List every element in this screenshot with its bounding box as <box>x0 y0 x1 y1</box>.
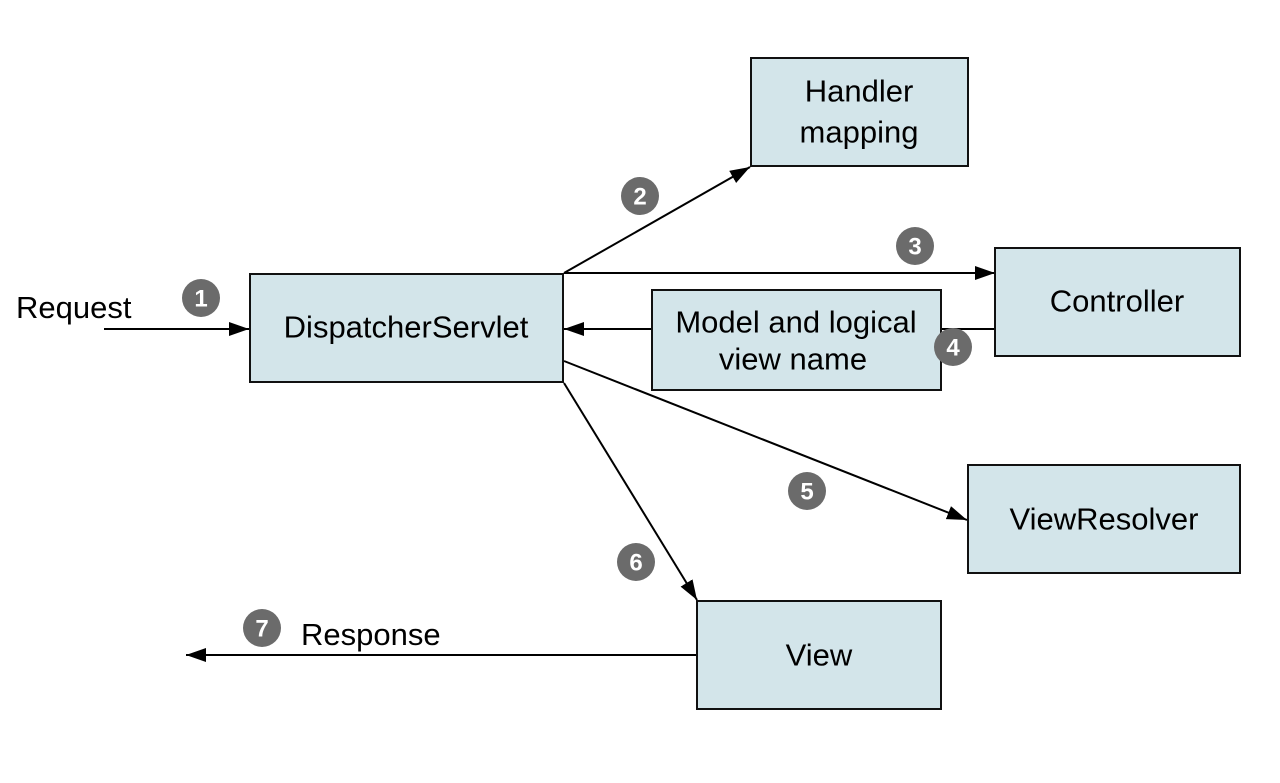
model-and-view-name-label-line2: view name <box>719 342 867 377</box>
view-label: View <box>786 638 853 673</box>
request-label: Request <box>16 290 132 325</box>
controller-label: Controller <box>1050 284 1184 319</box>
view-node: View <box>696 600 942 710</box>
handler-mapping-node: Handler mapping <box>750 57 969 167</box>
step-badge-1: 1 <box>182 279 220 317</box>
svg-text:3: 3 <box>908 234 921 261</box>
svg-text:4: 4 <box>946 335 960 362</box>
edge-to-view <box>563 382 698 601</box>
step-badge-6: 6 <box>617 543 655 581</box>
dispatcher-servlet-label: DispatcherServlet <box>284 310 529 345</box>
svg-text:2: 2 <box>633 184 646 211</box>
step-badge-2: 2 <box>621 177 659 215</box>
svg-text:5: 5 <box>800 479 813 506</box>
dispatcher-servlet-node: DispatcherServlet <box>249 273 564 383</box>
response-label: Response <box>301 617 441 652</box>
view-resolver-node: ViewResolver <box>967 464 1241 574</box>
controller-node: Controller <box>994 247 1241 357</box>
svg-text:7: 7 <box>255 616 268 643</box>
edge-to-view-resolver <box>563 360 968 521</box>
handler-mapping-label-line2: mapping <box>800 115 919 150</box>
step-badge-7: 7 <box>243 609 281 647</box>
view-resolver-label: ViewResolver <box>1010 502 1199 537</box>
step-badge-4: 4 <box>934 328 972 366</box>
svg-text:1: 1 <box>194 286 207 313</box>
handler-mapping-label-line1: Handler <box>805 74 914 109</box>
model-and-view-name-node: Model and logical view name <box>651 289 942 391</box>
model-and-view-name-label-line1: Model and logical <box>675 305 916 340</box>
edges <box>104 166 995 662</box>
svg-text:6: 6 <box>629 550 642 577</box>
step-badge-5: 5 <box>788 472 826 510</box>
step-badge-3: 3 <box>896 227 934 265</box>
edge-to-handler-mapping <box>563 166 751 274</box>
